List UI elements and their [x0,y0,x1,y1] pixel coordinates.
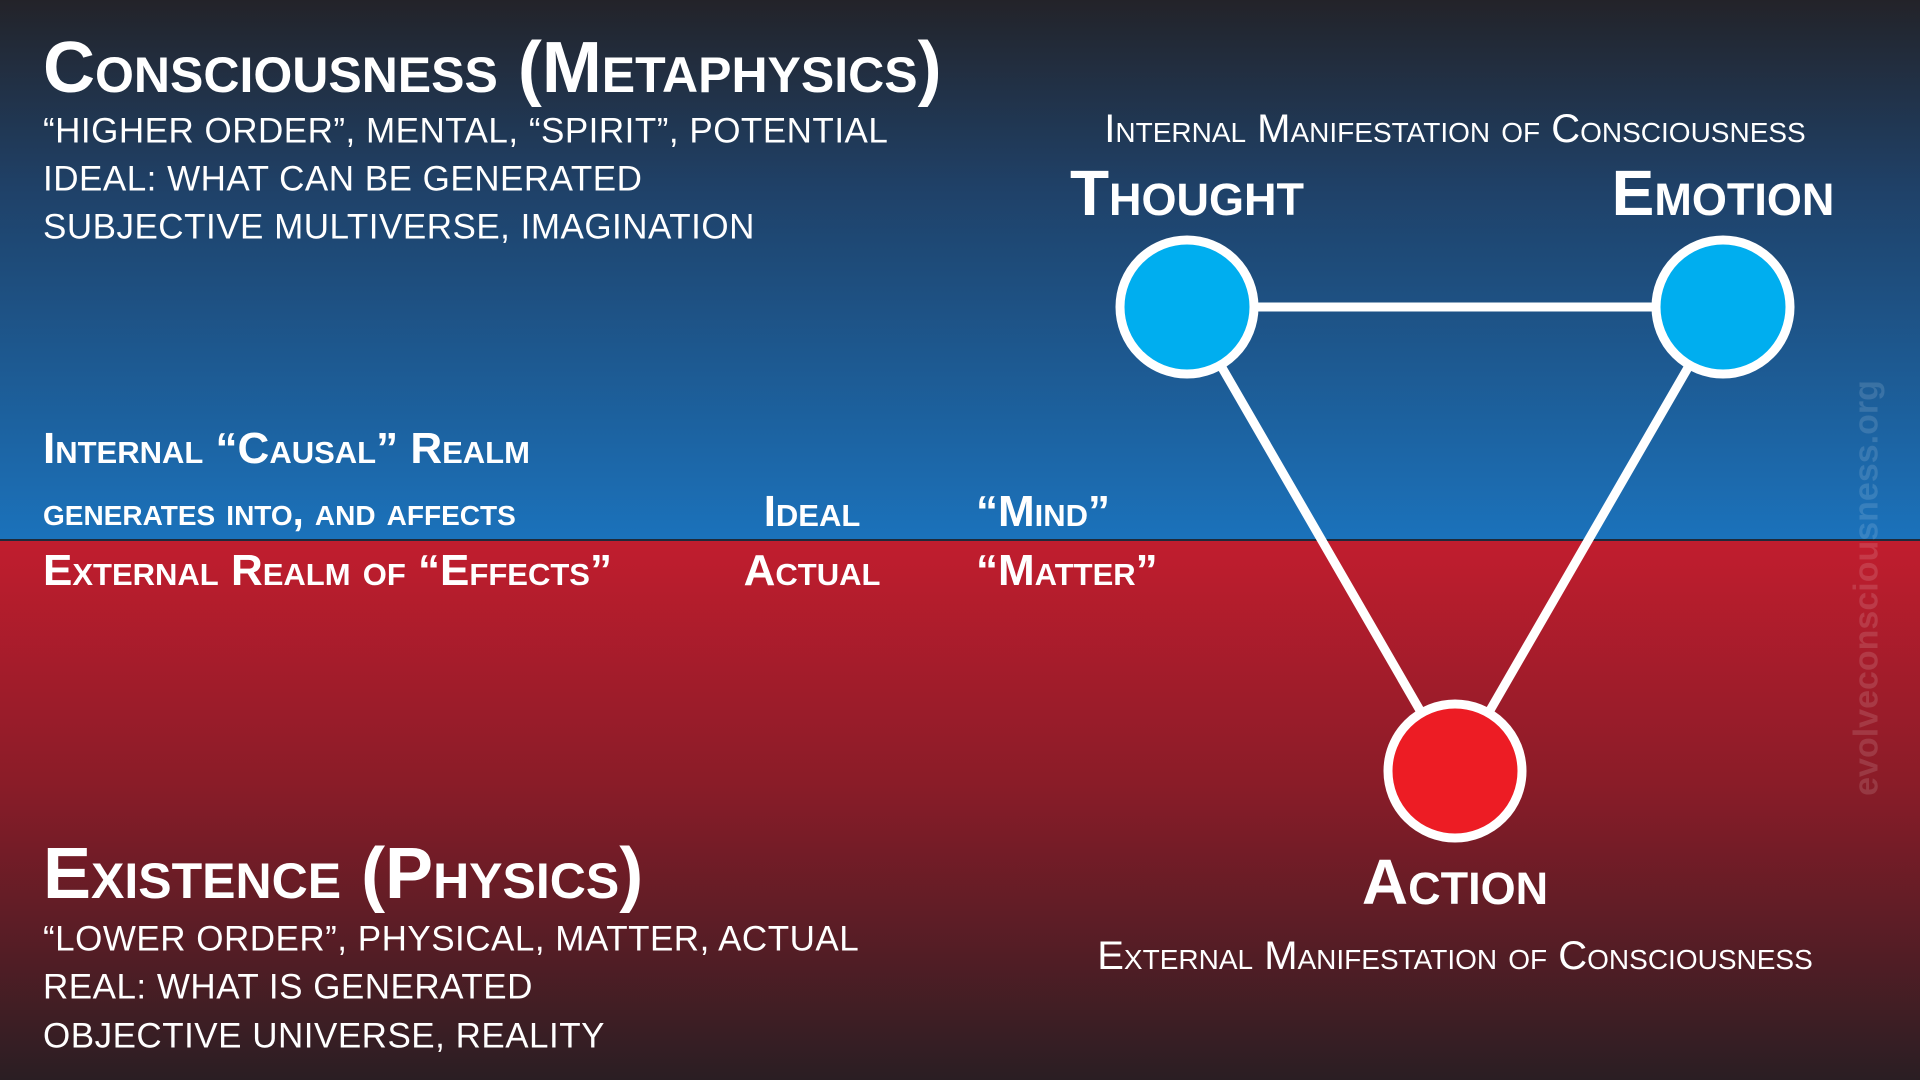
actual-label: Actual [743,546,881,595]
emotion-action-edge [1451,304,1727,774]
consciousness-line: “HIGHER ORDER”, MENTAL, “SPIRIT”, POTENT… [43,111,889,151]
thought-node [1115,235,1259,379]
action-node [1383,699,1527,843]
existence-line: “LOWER ORDER”, PHYSICAL, MATTER, ACTUAL [43,919,860,959]
internal-realm-label: Internal “Causal” Realm [43,424,530,473]
existence-title: Existence (Physics) [43,834,644,914]
realm-connector-text: generates into, and affects [43,490,516,534]
external-realm-label: External Realm of “Effects” [43,546,612,595]
thought-action-edge [1183,304,1459,774]
realm-divider [0,539,1920,541]
internal-realm-background [0,0,1920,539]
thought-label: Thought [1069,157,1305,229]
emotion-label: Emotion [1611,157,1835,229]
ideal-label: Ideal [763,487,861,536]
internal-manifestation-label: Internal Manifestation of Consciousness [1104,107,1806,151]
matter-label: “Matter” [976,546,1158,595]
emotion-node [1651,235,1795,379]
existence-line: REAL: WHAT IS GENERATED [43,967,533,1007]
mind-label: “Mind” [976,487,1111,536]
existence-line: OBJECTIVE UNIVERSE, REALITY [43,1016,605,1056]
consciousness-line: IDEAL: WHAT CAN BE GENERATED [43,159,643,199]
external-manifestation-label: External Manifestation of Consciousness [1097,934,1813,978]
consciousness-title: Consciousness (Metaphysics) [43,28,942,108]
action-label: Action [1361,846,1549,918]
external-realm-background [0,541,1920,1080]
consciousness-line: SUBJECTIVE MULTIVERSE, IMAGINATION [43,207,755,247]
